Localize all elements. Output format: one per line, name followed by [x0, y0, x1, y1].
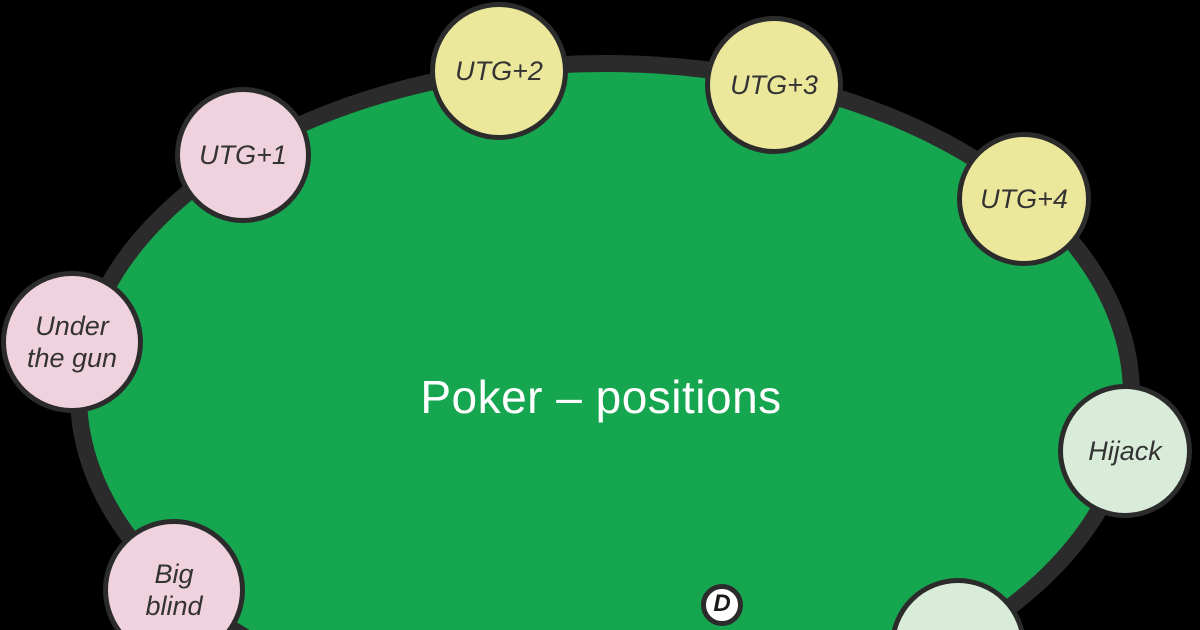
seat-big-blind: Big blind: [103, 519, 245, 630]
seat-hijack: Hijack: [1058, 384, 1192, 518]
seat-utg-plus-2: UTG+2: [430, 2, 568, 140]
seat-under-the-gun: Under the gun: [1, 271, 143, 413]
dealer-button: D: [701, 584, 743, 626]
seat-label: Under the gun: [26, 310, 118, 373]
seat-utg-plus-3: UTG+3: [705, 16, 843, 154]
seat-label: UTG+4: [980, 183, 1068, 214]
seat-label: UTG+3: [730, 69, 818, 100]
seat-label: UTG+2: [455, 55, 543, 86]
table-title: Poker – positions: [420, 371, 782, 423]
seat-label: Big blind: [145, 558, 203, 621]
dealer-button-label: D: [713, 590, 731, 617]
seat-utg-plus-4: UTG+4: [957, 132, 1091, 266]
seat-label: Hijack: [1088, 435, 1162, 466]
seat-label: UTG+1: [199, 139, 287, 170]
seat-utg-plus-1: UTG+1: [175, 87, 311, 223]
